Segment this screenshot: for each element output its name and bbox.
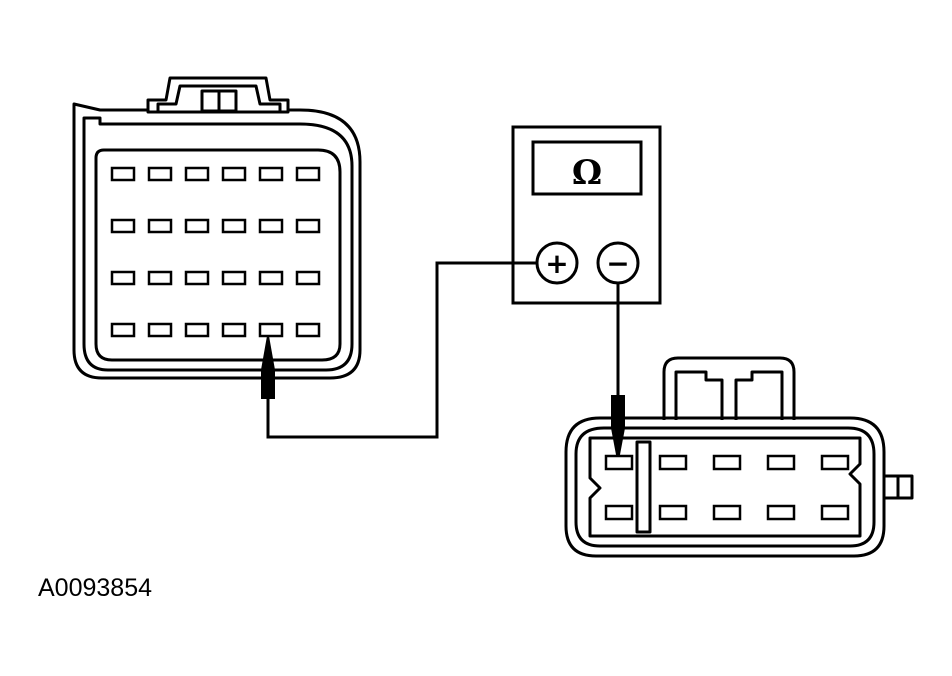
figure-reference-code: A0093854 bbox=[38, 574, 153, 602]
left-pin-r3-c4 bbox=[221, 270, 247, 286]
left-connector bbox=[72, 76, 362, 380]
ohmmeter-display-symbol: Ω bbox=[572, 153, 602, 193]
right-pin-r1-c2 bbox=[658, 454, 688, 471]
left-connector-pins bbox=[110, 166, 321, 338]
left-pin-r2-c4 bbox=[221, 218, 247, 234]
right-pin-r1-c4 bbox=[766, 454, 796, 471]
right-pin-r2-c1 bbox=[604, 504, 634, 521]
left-pin-r3-c1 bbox=[110, 270, 136, 286]
left-pin-r4-c5 bbox=[258, 322, 284, 338]
positive-terminal-label: + bbox=[545, 247, 568, 280]
left-pin-r3-c2 bbox=[147, 270, 173, 286]
right-pin-r2-c4 bbox=[766, 504, 796, 521]
right-connector-pins bbox=[604, 454, 850, 521]
left-pin-r3-c3 bbox=[184, 270, 210, 286]
left-pin-r3-c5 bbox=[258, 270, 284, 286]
left-pin-r2-c5 bbox=[258, 218, 284, 234]
left-pin-r1-c3 bbox=[184, 166, 210, 182]
ohmmeter-display bbox=[531, 140, 643, 196]
positive-probe-tip bbox=[261, 335, 275, 399]
right-connector-latch bbox=[662, 356, 796, 420]
left-pin-r1-c2 bbox=[147, 166, 173, 182]
ohmmeter bbox=[511, 125, 662, 305]
right-connector-housing bbox=[564, 416, 886, 558]
left-pin-r4-c6 bbox=[295, 322, 321, 338]
right-pin-r2-c2 bbox=[658, 504, 688, 521]
left-pin-r3-c6 bbox=[295, 270, 321, 286]
left-pin-r2-c3 bbox=[184, 218, 210, 234]
left-pin-r4-c3 bbox=[184, 322, 210, 338]
left-connector-latch bbox=[146, 76, 290, 112]
left-connector-pin-field bbox=[94, 148, 342, 362]
left-pin-r1-c5 bbox=[258, 166, 284, 182]
left-pin-r2-c2 bbox=[147, 218, 173, 234]
right-pin-r1-c3 bbox=[712, 454, 742, 471]
right-connector-rib bbox=[635, 440, 652, 534]
right-connector-pin-field bbox=[588, 436, 862, 538]
right-pin-r2-c3 bbox=[712, 504, 742, 521]
left-pin-r1-c1 bbox=[110, 166, 136, 182]
left-pin-r4-c4 bbox=[221, 322, 247, 338]
left-pin-r1-c4 bbox=[221, 166, 247, 182]
negative-terminal-label: − bbox=[606, 247, 629, 280]
left-connector-housing bbox=[72, 102, 362, 380]
left-pin-r4-c2 bbox=[147, 322, 173, 338]
left-pin-r2-c6 bbox=[295, 218, 321, 234]
positive-test-lead bbox=[266, 261, 537, 439]
right-pin-r2-c5 bbox=[820, 504, 850, 521]
right-pin-r1-c1 bbox=[604, 454, 634, 471]
left-pin-r1-c6 bbox=[295, 166, 321, 182]
right-connector bbox=[564, 356, 914, 558]
left-pin-r2-c1 bbox=[110, 218, 136, 234]
left-pin-r4-c1 bbox=[110, 322, 136, 338]
right-pin-r1-c5 bbox=[820, 454, 850, 471]
